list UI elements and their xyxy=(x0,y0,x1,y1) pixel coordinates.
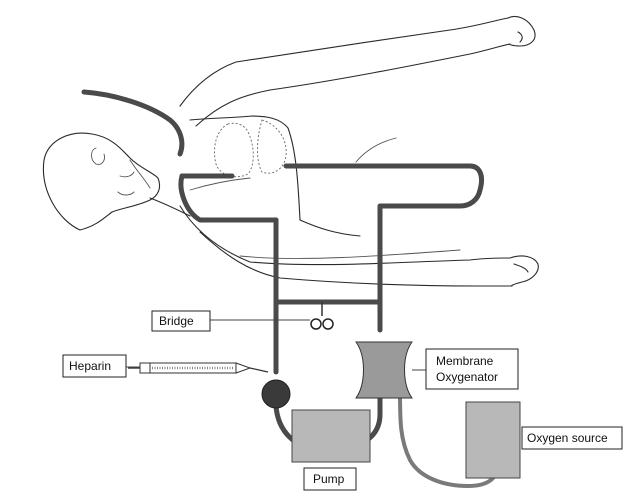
patient-raised-hand xyxy=(507,15,536,47)
patient-lower-hand xyxy=(509,255,539,287)
patient-ear xyxy=(91,147,105,165)
tube-chest-down xyxy=(178,173,279,223)
patient-lower-arm-edge xyxy=(199,231,513,287)
patient-torso-lower xyxy=(299,219,361,237)
label-bridge: Bridge xyxy=(151,310,211,332)
label-oxygen-source-text: Oxygen source xyxy=(527,431,608,445)
label-heparin-text: Heparin xyxy=(69,359,111,373)
patient-torso xyxy=(189,115,301,221)
patient-lung-left xyxy=(214,122,254,178)
tube-oxygen-supply xyxy=(398,390,498,488)
label-oxygen-source: Oxygen source xyxy=(521,426,623,450)
pump-body xyxy=(291,409,371,463)
label-pump: Pump xyxy=(303,467,357,491)
patient-upper-arm-lower-edge xyxy=(195,43,511,127)
heparin-syringe xyxy=(128,362,269,374)
patient-upper-arm xyxy=(179,17,509,107)
tube-arm-loop xyxy=(283,163,485,333)
bridge-clamp xyxy=(310,302,334,330)
label-pump-text: Pump xyxy=(313,472,345,486)
patient-figure xyxy=(42,15,539,287)
patient-lower-arm xyxy=(179,205,511,266)
patient-arm-vessel xyxy=(239,249,461,259)
circuit-tubing xyxy=(81,89,498,488)
label-bridge-text: Bridge xyxy=(159,314,194,328)
label-membrane-oxygenator: Membrane Oxygenator xyxy=(425,348,519,390)
label-oxygenator-text: Oxygenator xyxy=(436,370,498,384)
membrane-oxygenator xyxy=(355,341,413,399)
patient-chest-vessel xyxy=(189,177,251,191)
pump-head xyxy=(261,379,291,409)
patient-neck xyxy=(149,197,191,217)
oxygen-source-tank xyxy=(465,401,521,479)
tube-shoulder xyxy=(81,89,185,157)
label-heparin: Heparin xyxy=(62,354,127,378)
patient-face xyxy=(117,159,151,196)
leader-lines xyxy=(126,319,426,371)
patient-lung-right xyxy=(257,119,287,174)
patient-head xyxy=(42,132,161,231)
label-membrane-text: Membrane xyxy=(436,354,494,368)
patient-vessel-branch xyxy=(355,137,397,163)
